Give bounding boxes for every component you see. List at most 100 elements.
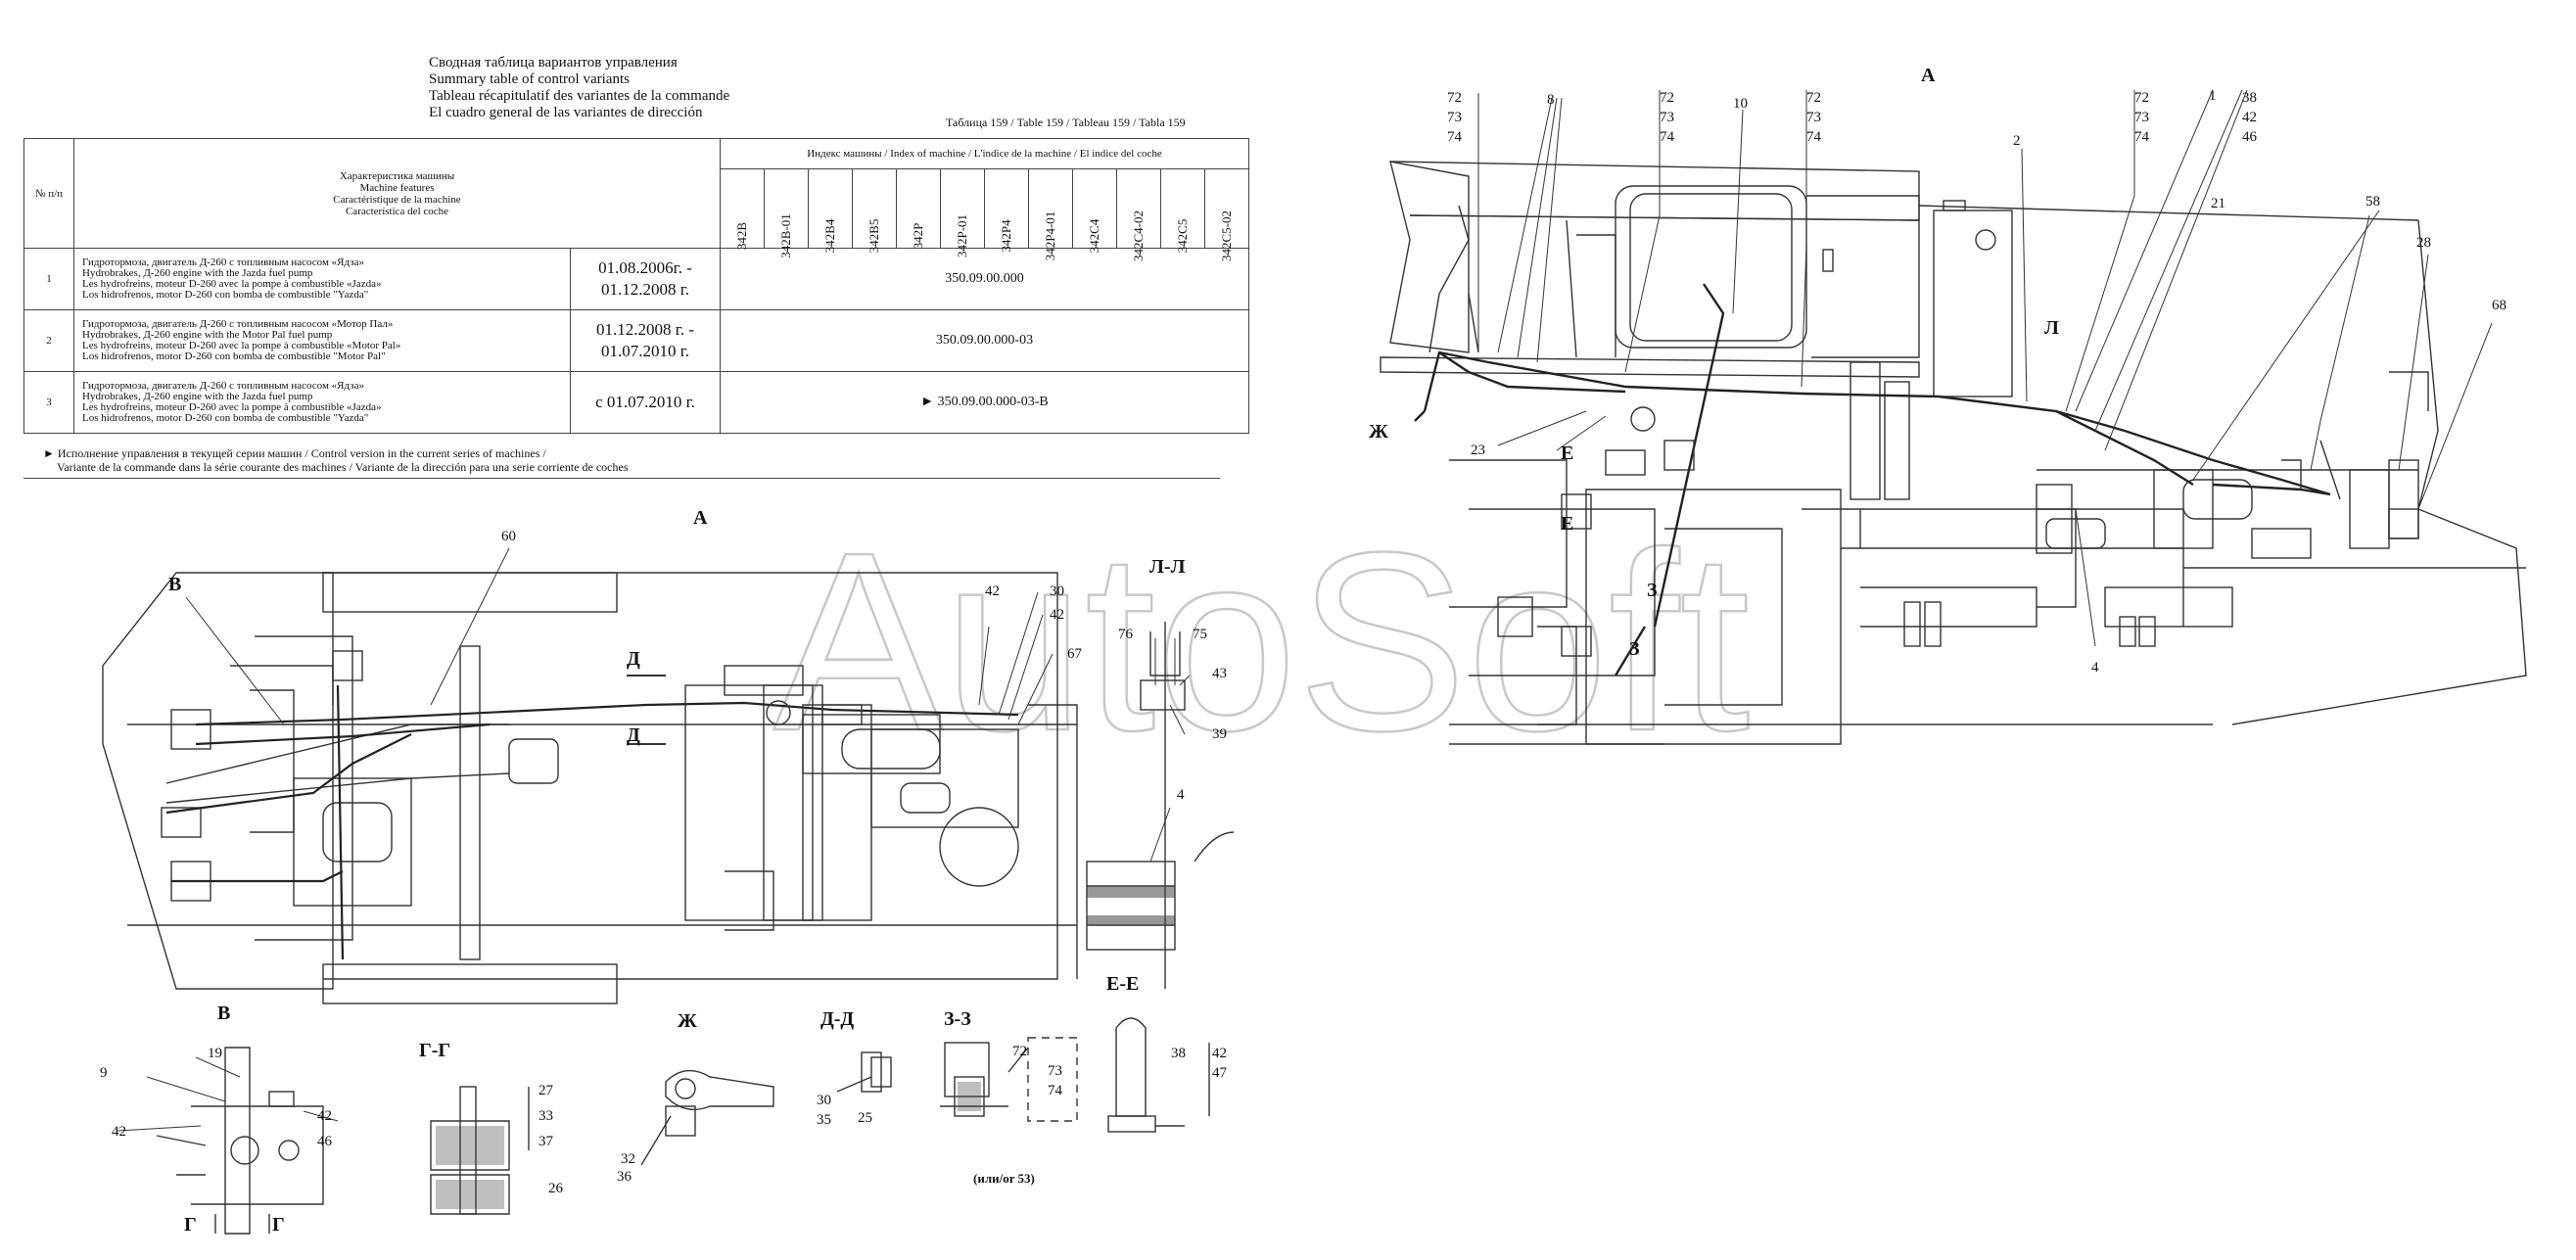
callout: 30: [1050, 583, 1064, 599]
col-index-header: Индекс машины / Index of machine / L'ind…: [720, 138, 1249, 169]
row-features: Гидротормоза, двигатель Д-260 с топливны…: [73, 309, 571, 372]
callout: 23: [1471, 443, 1485, 458]
callout: 46: [317, 1134, 332, 1149]
index-col: 342С5-02: [1204, 168, 1249, 261]
feature-es: Los hidrofrenos, motor D-260 con bomba d…: [82, 412, 369, 424]
callout: 28: [2416, 235, 2431, 251]
callout: 19: [208, 1046, 222, 1061]
callout: 26: [548, 1181, 563, 1196]
callout: 42: [112, 1124, 126, 1140]
row-number: 3: [23, 371, 74, 434]
index-col: 342В-01: [764, 168, 809, 258]
callout: 75: [1193, 627, 1207, 642]
section-z-label: З: [1647, 580, 1658, 601]
callout: 2: [2013, 133, 2021, 149]
view-a-label: A: [1921, 65, 1936, 86]
index-col: 342В4: [808, 168, 853, 253]
callout: 39: [1212, 726, 1227, 742]
callout: 32: [621, 1151, 635, 1167]
callout: 4: [1177, 787, 1185, 803]
callout: 73: [1447, 110, 1462, 125]
feature-ru: Гидротормоза, двигатель Д-260 с топливны…: [82, 257, 364, 268]
index-col-label: 342С5-02: [1219, 210, 1234, 261]
section-dd-label: Д-Д: [820, 1008, 855, 1030]
section-zh-detail-label: Ж: [678, 1010, 697, 1032]
detail-sections: [117, 1017, 1210, 1235]
title-ru: Сводная таблица вариантов управления: [429, 55, 678, 70]
callout: 73: [1048, 1063, 1062, 1079]
index-col-label: 342С4-02: [1131, 210, 1146, 261]
section-g-label: Г: [184, 1214, 197, 1236]
index-col-label: 342В4: [822, 218, 837, 254]
feature-es: Los hidrofrenos, motor D-260 con bomba d…: [82, 350, 386, 362]
row-dates: 01.08.2006г. - 01.12.2008 г.: [570, 248, 721, 310]
row-value: 350.09.00.000-03: [720, 309, 1249, 372]
index-col-label: 342Р-01: [955, 213, 969, 258]
row-features: Гидротормоза, двигатель Д-260 с топливны…: [73, 371, 571, 434]
callout: 42: [985, 583, 1000, 599]
row-number: 1: [23, 248, 74, 310]
callout: 21: [2211, 196, 2225, 211]
callout: 25: [858, 1110, 872, 1126]
index-col-label: 342С5: [1175, 218, 1190, 254]
date-from: 01.08.2006г. -: [598, 258, 692, 277]
section-d-label: Д: [627, 724, 640, 746]
index-col: 342С4: [1072, 168, 1117, 253]
callout: 27: [539, 1083, 553, 1098]
callout: 43: [1212, 666, 1227, 681]
feature-en: Hydrobrakes, Д-260 engine with the Jazda…: [82, 267, 313, 279]
date-from: с 01.07.2010 г.: [595, 393, 695, 411]
feature-en: Hydrobrakes, Д-260 engine with the Motor…: [82, 329, 333, 341]
callout: 38: [1171, 1046, 1186, 1061]
section-gg-label: Г-Г: [419, 1040, 451, 1061]
callout: 8: [1547, 92, 1555, 108]
table-row: 3 Гидротормоза, двигатель Д-260 с топлив…: [23, 371, 1249, 434]
note-divider: [23, 478, 1220, 479]
section-e-label: Е: [1561, 443, 1574, 464]
row-value: ► 350.09.00.000-03-В: [720, 371, 1249, 434]
section-v-label: В: [217, 1003, 231, 1024]
callout: 73: [1806, 110, 1821, 125]
callout: 9: [100, 1065, 108, 1081]
features-header-ru: Характеристика машины: [339, 169, 455, 182]
index-col: 342Р: [896, 168, 941, 249]
row-number: 2: [23, 309, 74, 372]
callout: 47: [1212, 1065, 1227, 1081]
feature-fr: Les hydrofreins, moteur D-260 avec la po…: [82, 340, 401, 351]
row-value: 350.09.00.000: [720, 248, 1249, 310]
date-to: 01.12.2008 г.: [600, 280, 690, 299]
index-col-label: 342С4: [1087, 218, 1101, 254]
callout: 42: [1212, 1046, 1227, 1061]
callout: 42: [317, 1108, 332, 1124]
callout: 30: [817, 1093, 831, 1108]
table-row: 2 Гидротормоза, двигатель Д-260 с топлив…: [23, 309, 1249, 372]
features-header-es: Característica del coche: [345, 205, 449, 217]
table-titles: Сводная таблица вариантов управления Sum…: [429, 55, 729, 121]
title-fr: Tableau récapitulatif des variantes de l…: [429, 88, 730, 104]
callout: 1: [2209, 88, 2217, 104]
callout: 35: [817, 1112, 831, 1128]
callout: 72: [1447, 90, 1462, 106]
callout: 68: [2492, 298, 2506, 313]
index-col: 342С5: [1160, 168, 1205, 253]
callout: 72: [1660, 90, 1674, 106]
callout: 37: [539, 1134, 553, 1149]
section-g-label: Г: [272, 1214, 285, 1236]
callout: 74: [1806, 129, 1821, 145]
index-col-label: 342В-01: [778, 213, 793, 258]
callout: 74: [1447, 129, 1462, 145]
index-col: 342С4-02: [1116, 168, 1161, 261]
callout: 36: [617, 1169, 632, 1185]
features-header-en: Machine features: [359, 181, 435, 194]
table-row: 1 Гидротормоза, двигатель Д-260 с топлив…: [23, 248, 1249, 310]
callout: 67: [1067, 646, 1082, 662]
callout: 42: [1050, 607, 1064, 623]
section-ee-label: Е-Е: [1106, 973, 1140, 995]
index-col: 342Р4-01: [1028, 168, 1073, 260]
callout: 10: [1733, 96, 1748, 112]
callout: 73: [2134, 110, 2149, 125]
index-col: 342В: [720, 168, 765, 250]
note-line-2: Variante de la commande dans la série co…: [57, 460, 629, 474]
section-v-label: В: [168, 574, 182, 595]
feature-fr: Les hydrofreins, moteur D-260 avec la po…: [82, 278, 382, 290]
